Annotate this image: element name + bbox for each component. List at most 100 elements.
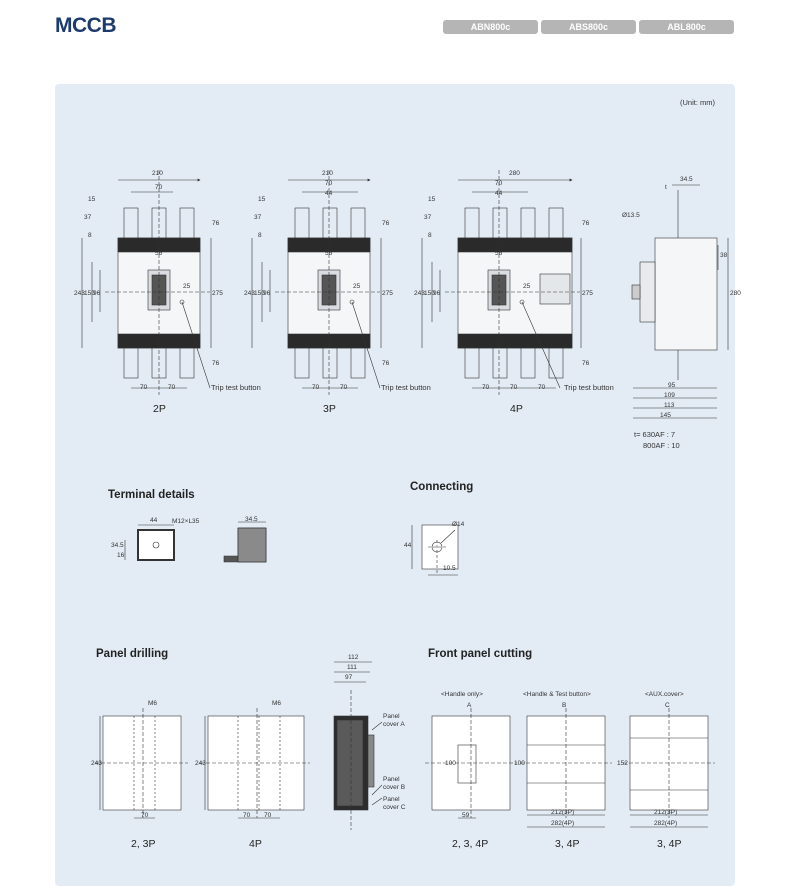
caption-cutting-b: 3, 4P (555, 838, 580, 850)
dim-connecting-14: Ø14 (452, 521, 465, 528)
dim-3p-76: 76 (382, 220, 390, 227)
dim-3p-275: 275 (382, 290, 393, 297)
dim-2p-76: 76 (212, 220, 220, 227)
panel-cover-b-1: Panel (383, 776, 400, 783)
dim-3p-25: 25 (353, 283, 361, 290)
cutting-c-212: 212(3P) (654, 809, 678, 816)
dim-2p-56: 56 (155, 250, 163, 257)
dim-3p-56: 56 (325, 250, 333, 257)
dim-side-34-5: 34.5 (680, 176, 693, 183)
dim-2p-243: 243 (74, 290, 85, 297)
dim-4p-15: 15 (428, 196, 436, 203)
dim-drill-m6: M6 (148, 700, 158, 707)
dim-terminal-34-5: 34.5 (111, 542, 124, 549)
dim-2p-70b: 70 (140, 384, 148, 391)
panel-cover-b-2: cover B (383, 784, 406, 791)
dim-3p-44: 44 (325, 190, 333, 197)
dim-3p-243: 243 (244, 290, 255, 297)
dim-connecting-44: 44 (404, 542, 412, 549)
dim-4p-280: 280 (509, 170, 520, 177)
dim-3p-76b: 76 (382, 360, 390, 367)
dim-terminal-bolt: M12×L35 (172, 518, 200, 525)
page-title: MCCB (55, 14, 117, 37)
dim-4p-275: 275 (582, 290, 593, 297)
dim-connecting-10-5: 10.5 (443, 565, 456, 572)
dim-3p-8: 8 (258, 232, 262, 239)
dim-4p-8: 8 (428, 232, 432, 239)
dim-4p-76b: 76 (582, 360, 590, 367)
caption-drill-23p: 2, 3P (131, 838, 156, 850)
dim-4p-37: 37 (424, 214, 432, 221)
cutting-b-letter: B (562, 702, 567, 709)
dim-terminal-34-5b: 34.5 (245, 516, 258, 523)
panel-cover-c-1: Panel (383, 796, 400, 803)
front-view-4p (421, 170, 582, 395)
caption-2p: 2P (153, 403, 166, 415)
dim-4p-70c: 70 (510, 384, 518, 391)
dim-3p-37: 37 (254, 214, 262, 221)
terminal-details-drawing (124, 521, 267, 563)
dim-side-t: t (665, 184, 667, 191)
panel-cover-a-1: Panel (383, 713, 400, 720)
cutting-c-152: 152 (617, 760, 628, 767)
cutting-b-212: 212(3P) (551, 809, 575, 816)
panel-side-drawing (333, 661, 383, 830)
dim-side-280: 280 (730, 290, 741, 297)
dim-side-95: 95 (668, 382, 676, 389)
dim-2p-76b: 76 (212, 360, 220, 367)
caption-cutting-a: 2, 3, 4P (452, 838, 489, 850)
terminal-details-title: Terminal details (108, 489, 195, 501)
dim-4p-44: 44 (495, 190, 503, 197)
thickness-note-2: 800AF : 10 (643, 441, 680, 450)
connecting-title: Connecting (410, 481, 474, 493)
dim-terminal-44: 44 (150, 517, 158, 524)
dim-terminal-16: 16 (117, 552, 125, 559)
cutting-b-282: 282(4P) (551, 820, 575, 827)
cutting-c-desc: <AUX.cover> (645, 691, 684, 698)
dim-2p-15: 15 (88, 196, 96, 203)
dim-drill-70: 70 (141, 812, 149, 819)
dim-4p-150: 150 (424, 290, 435, 297)
cutting-a-100: 100 (445, 760, 456, 767)
panel-cover-a-2: cover A (383, 721, 405, 728)
dim-4p-96: 96 (433, 290, 441, 297)
dim-4p-70: 70 (495, 180, 503, 187)
cutting-b-desc: <Handle & Test button> (523, 691, 591, 698)
dim-4p-25: 25 (523, 283, 531, 290)
side-view (631, 184, 729, 419)
cutting-c-letter: C (665, 702, 670, 709)
panel-drilling-drawing (95, 708, 310, 819)
dim-2p-37: 37 (84, 214, 92, 221)
dim-side-97: 97 (345, 674, 353, 681)
dim-side-112: 112 (348, 654, 359, 661)
dim-drill-70c: 70 (264, 812, 272, 819)
dim-3p-15: 15 (258, 196, 266, 203)
front-panel-cutting-title: Front panel cutting (428, 648, 533, 660)
cutting-a-desc: <Handle only> (441, 691, 483, 698)
dim-2p-150: 150 (84, 290, 95, 297)
trip-test-label-4p: Trip test button (564, 383, 614, 392)
dim-side-13-5: Ø13.5 (622, 212, 640, 219)
panel-cover-c-2: cover C (383, 804, 406, 811)
trip-test-label-3p: Trip test button (381, 383, 431, 392)
model-tag-abl800c: ABL800c (639, 20, 734, 34)
dim-side-145: 145 (660, 412, 671, 419)
caption-cutting-c: 3, 4P (657, 838, 682, 850)
model-tag-abn800c: ABN800c (443, 20, 538, 34)
thickness-note-1: t= 630AF : 7 (634, 430, 676, 439)
dim-4p-243: 243 (414, 290, 425, 297)
dim-drill-243: 243 (91, 760, 102, 767)
dim-2p-96: 96 (93, 290, 101, 297)
dim-2p-70: 70 (155, 184, 163, 191)
dim-4p-56: 56 (495, 250, 503, 257)
cutting-c-282: 282(4P) (654, 820, 678, 827)
dim-2p-8: 8 (88, 232, 92, 239)
dim-3p-70: 70 (325, 180, 333, 187)
panel-drilling-title: Panel drilling (96, 648, 169, 660)
dim-side-113: 113 (664, 402, 675, 409)
front-view-3p (251, 170, 382, 395)
dim-side-111: 111 (347, 664, 357, 671)
model-tag-abs800c: ABS800c (541, 20, 636, 34)
dim-drill-243b: 243 (195, 760, 206, 767)
